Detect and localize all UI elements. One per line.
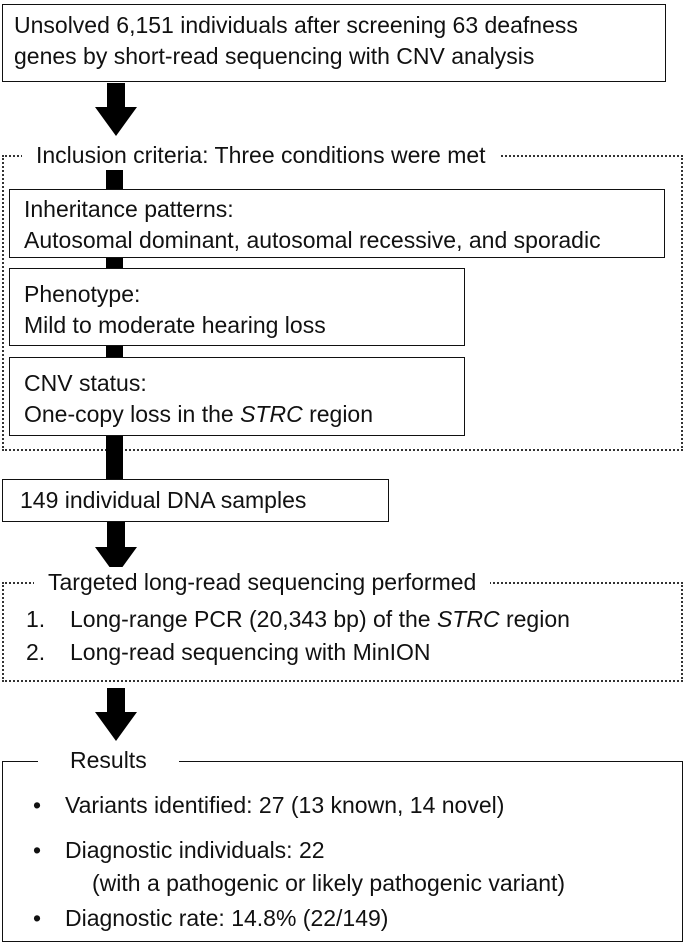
down-arrow-icon	[95, 83, 137, 136]
bullet-icon: •	[33, 837, 42, 863]
results-box: • Variants identified: 27 (13 known, 14 …	[2, 761, 683, 942]
initial-cohort-box: Unsolved 6,151 individuals after screeni…	[2, 4, 666, 82]
phenotype-label: Phenotype:	[24, 281, 141, 307]
initial-cohort-line1: Unsolved 6,151 individuals after screeni…	[14, 12, 578, 38]
step2-number: 2.	[26, 639, 46, 665]
samples-text: 149 individual DNA samples	[20, 487, 307, 513]
inheritance-label: Inheritance patterns:	[24, 196, 234, 222]
results-title: Results	[38, 745, 179, 775]
sequencing-step1: 1.Long-range PCR (20,343 bp) of the STRC…	[26, 604, 570, 635]
cnv-value: One-copy loss in the STRC region	[24, 401, 374, 427]
initial-cohort-line2: genes by short-read sequencing with CNV …	[14, 43, 535, 69]
inclusion-criteria-title: Inclusion criteria: Three conditions wer…	[22, 140, 500, 170]
gene-name: STRC	[240, 401, 303, 427]
inheritance-value: Autosomal dominant, autosomal recessive,…	[24, 227, 601, 253]
samples-box: 149 individual DNA samples	[2, 479, 389, 522]
phenotype-value: Mild to moderate hearing loss	[24, 312, 326, 338]
phenotype-box: Phenotype: Mild to moderate hearing loss	[9, 268, 465, 346]
down-arrow-icon	[95, 688, 137, 741]
down-arrow-icon	[95, 522, 137, 576]
sequencing-step2: 2.Long-read sequencing with MinION	[26, 637, 431, 668]
step1-number: 1.	[26, 606, 46, 632]
sequencing-title: Targeted long-read sequencing performed	[34, 567, 491, 597]
gene-name: STRC	[436, 606, 500, 632]
inheritance-box: Inheritance patterns: Autosomal dominant…	[9, 189, 665, 258]
bullet-icon: •	[33, 792, 42, 818]
cnv-label: CNV status:	[24, 370, 147, 396]
bullet-icon: •	[33, 905, 42, 931]
cnv-box: CNV status: One-copy loss in the STRC re…	[9, 357, 465, 436]
